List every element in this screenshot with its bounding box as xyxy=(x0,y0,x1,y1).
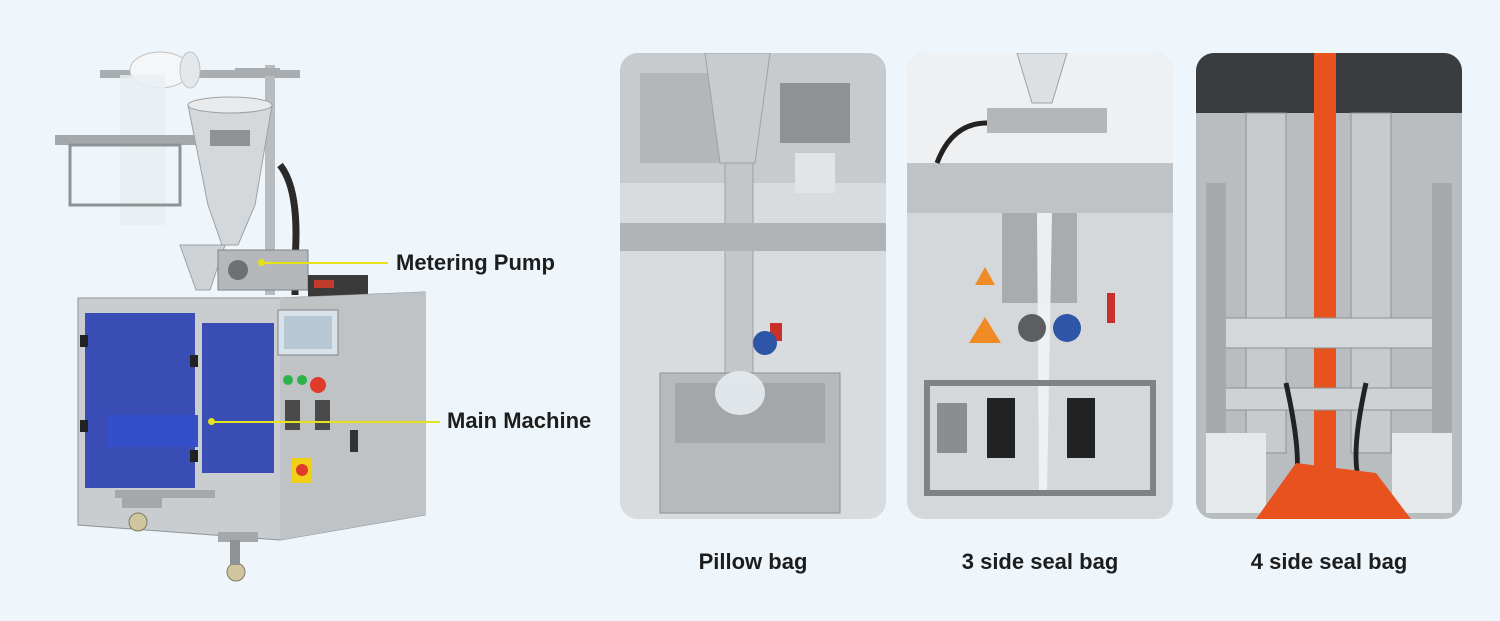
main-machine-label: Main Machine xyxy=(447,408,592,433)
three-side-seal-bag-caption: 3 side seal bag xyxy=(961,549,1119,574)
four-side-seal-bag-photo xyxy=(1196,53,1462,519)
pillow-bag-photo xyxy=(620,53,886,519)
metering-pump-label: Metering Pump xyxy=(396,250,555,275)
pillow-bag-caption: Pillow bag xyxy=(698,549,808,574)
metering-pump-marker xyxy=(258,259,265,266)
metering-pump-leader-line xyxy=(262,262,388,264)
four-side-seal-bag-caption: 4 side seal bag xyxy=(1250,549,1408,574)
main-machine-marker xyxy=(208,418,215,425)
main-machine-leader-line xyxy=(212,421,440,423)
packaging-machine-image xyxy=(40,30,440,590)
three-side-seal-bag-photo xyxy=(907,53,1173,519)
